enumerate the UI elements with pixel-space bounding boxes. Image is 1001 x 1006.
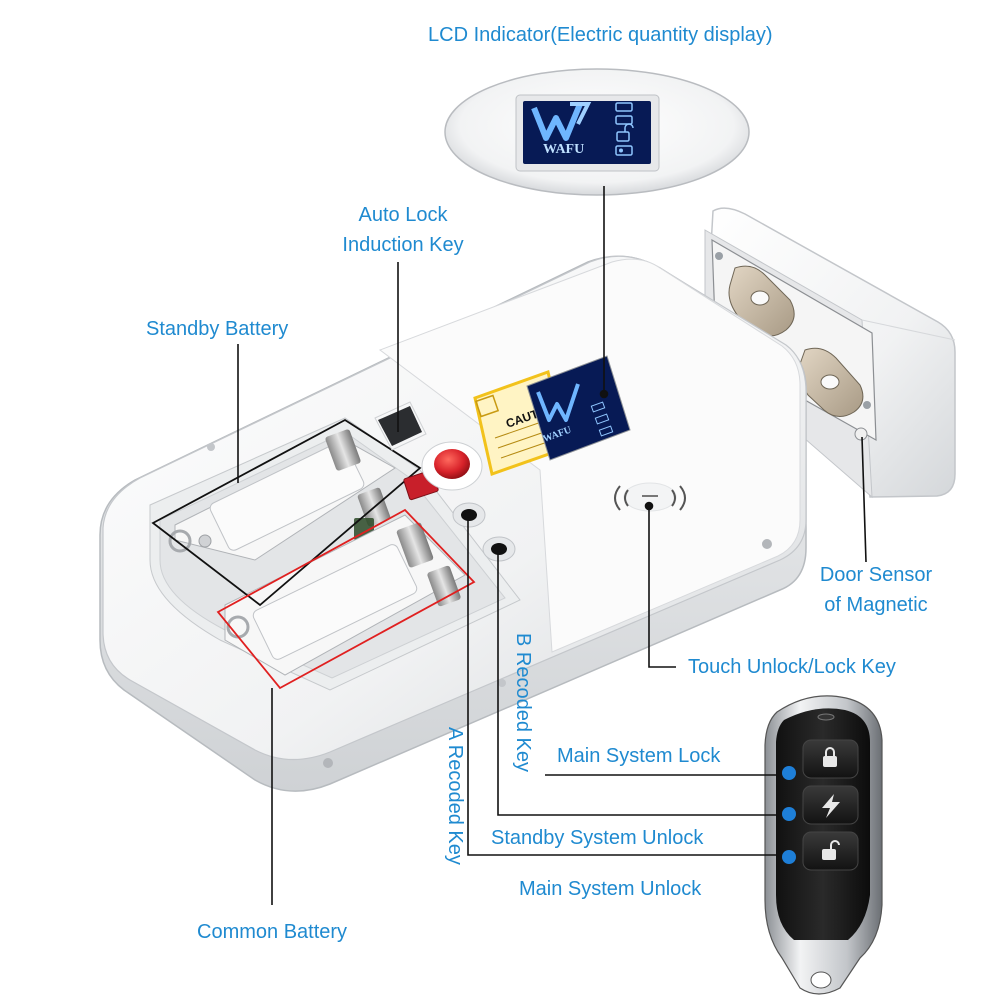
b-recoded-key-label: B Recoded Key xyxy=(512,633,534,772)
remote-lock-button[interactable] xyxy=(802,739,859,779)
main-unlock-marker-dot xyxy=(782,850,796,864)
a-recoded-key-label: A Recoded Key xyxy=(444,727,466,865)
battery-icon xyxy=(615,102,633,112)
main-red-button[interactable] xyxy=(421,441,483,491)
battery-spring-icon xyxy=(396,522,434,568)
door-sensor-label-line1: Door Sensor xyxy=(819,564,933,586)
remote-standby-unlock-button[interactable] xyxy=(802,785,859,825)
common-battery-cell xyxy=(224,514,466,676)
screw-icon xyxy=(715,252,723,260)
common-battery-highlight xyxy=(216,508,476,690)
remote-fob xyxy=(764,695,883,995)
key-icon xyxy=(615,145,633,156)
battery-icon xyxy=(615,115,633,125)
common-battery-label: Common Battery xyxy=(197,921,348,943)
leader-touch-key xyxy=(648,506,676,668)
main-system-lock-label: Main System Lock xyxy=(557,745,721,767)
lcd-zoom-bubble: WAFU xyxy=(444,68,750,196)
lock-icon xyxy=(823,756,837,767)
leader-lines xyxy=(237,186,867,905)
touch-key-label: Touch Unlock/Lock Key xyxy=(688,656,896,678)
leader-b-recoded xyxy=(497,549,777,816)
lcd-logo-text: WAFU xyxy=(543,142,584,157)
unlock-icon xyxy=(822,849,836,860)
standby-system-unlock-label: Standby System Unlock xyxy=(491,827,704,849)
remote-main-unlock-button[interactable] xyxy=(802,831,859,871)
standby-unlock-marker-dot xyxy=(782,807,796,821)
lock-body: CAUTION WAFU xyxy=(99,255,807,792)
leader-a-recoded xyxy=(467,515,777,856)
lightning-icon xyxy=(822,794,840,818)
standby-battery-highlight xyxy=(151,418,422,607)
main-system-unlock-label: Main System Unlock xyxy=(519,878,702,900)
door-sensor-mount-plate xyxy=(711,238,877,442)
screw-icon xyxy=(863,401,871,409)
standby-battery-label: Standby Battery xyxy=(146,318,289,340)
touch-key-pad[interactable] xyxy=(614,482,686,512)
lock-marker-dot xyxy=(782,766,796,780)
door-sensor-label: Door Sensor of Magnetic xyxy=(796,560,956,620)
auto-lock-label: Auto Lock Induction Key xyxy=(318,200,488,260)
lcd-indicator-label: LCD Indicator(Electric quantity display) xyxy=(428,24,773,46)
lcd-status-icons xyxy=(615,102,634,156)
door-sensor-label-line2: of Magnetic xyxy=(824,594,928,616)
battery-spring-icon xyxy=(325,429,361,471)
leader-door-sensor xyxy=(861,436,867,563)
battery-spring-icon xyxy=(427,565,461,607)
unlock-icon xyxy=(616,123,634,142)
auto-lock-label-line2: Induction Key xyxy=(342,234,464,256)
auto-lock-label-line1: Auto Lock xyxy=(358,204,448,226)
wafu-logo-icon xyxy=(531,102,592,141)
